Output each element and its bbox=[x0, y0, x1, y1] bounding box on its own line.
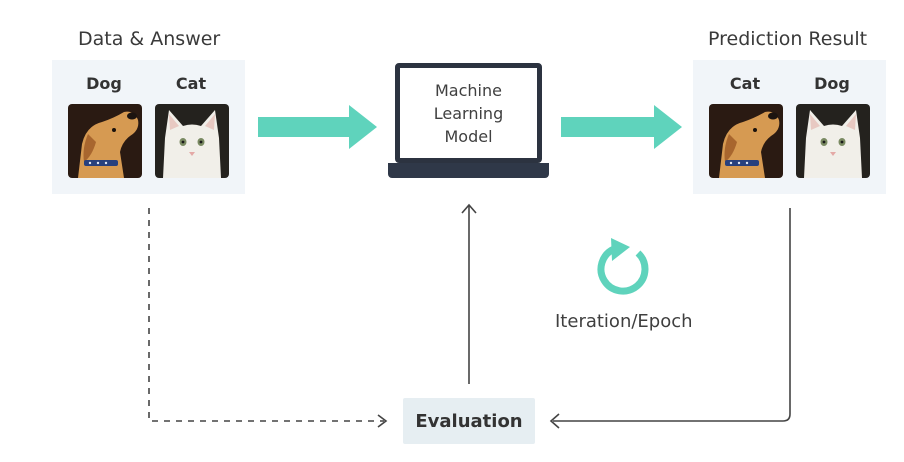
cat-photo bbox=[796, 104, 870, 178]
output-panel-title: Prediction Result bbox=[708, 28, 868, 50]
input-label-cat: Cat bbox=[175, 74, 207, 93]
output-panel: Cat Dog bbox=[693, 60, 886, 194]
input-to-model-arrow bbox=[258, 105, 377, 149]
input-panel: Dog Cat bbox=[52, 60, 245, 194]
evaluation-to-model-arrowhead bbox=[461, 203, 477, 214]
input-label-dog: Dog bbox=[86, 74, 122, 93]
model-label-line-1: Machine bbox=[435, 80, 502, 100]
input-panel-title: Data & Answer bbox=[78, 28, 221, 50]
model-label: Machine Learning Model bbox=[434, 79, 503, 148]
output-label-dog: Dog bbox=[814, 74, 850, 93]
prediction-to-evaluation-connector bbox=[553, 208, 791, 422]
iteration-label: Iteration/Epoch bbox=[555, 311, 693, 332]
model-to-output-arrow bbox=[561, 105, 682, 149]
laptop-screen: Machine Learning Model bbox=[395, 63, 542, 163]
answer-to-evaluation-arrowhead bbox=[377, 414, 388, 428]
output-label-cat: Cat bbox=[729, 74, 761, 93]
dog-photo bbox=[709, 104, 783, 178]
answer-to-evaluation-connector bbox=[148, 208, 384, 422]
laptop-base bbox=[388, 163, 549, 178]
evaluation-box: Evaluation bbox=[403, 398, 535, 444]
cat-photo bbox=[155, 104, 229, 178]
dog-photo bbox=[68, 104, 142, 178]
model-label-line-3: Model bbox=[444, 126, 493, 146]
model-label-line-2: Learning bbox=[433, 103, 504, 123]
refresh-icon bbox=[597, 238, 649, 295]
prediction-to-evaluation-arrowhead bbox=[549, 413, 560, 429]
